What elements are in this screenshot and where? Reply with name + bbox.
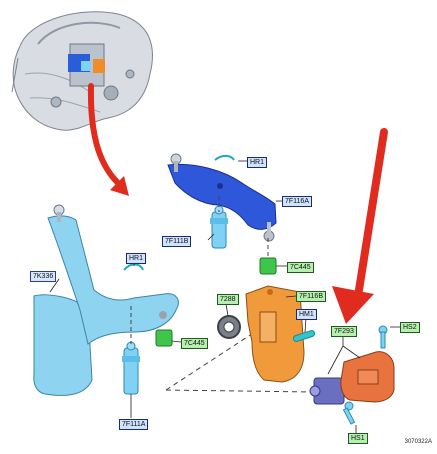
hr1-clip-upper xyxy=(214,154,235,161)
callout-hs2: HS2 xyxy=(400,322,420,333)
callout-7f116a: 7F116A xyxy=(282,196,312,207)
callout-hr1-middle: HR1 xyxy=(126,253,147,264)
selector-lever-upper xyxy=(167,153,277,242)
bolt-hs1 xyxy=(342,401,356,425)
drawing-code: 3070322A xyxy=(404,439,432,445)
callout-7f111a: 7F111A xyxy=(119,419,149,430)
shaft-pin-lower xyxy=(122,341,140,395)
callout-7c445-middle: 7C445 xyxy=(181,338,208,349)
selector-housing-orange xyxy=(245,285,305,383)
shaft-pin-upper xyxy=(210,205,228,249)
hr1-clip-middle xyxy=(123,263,144,271)
red-pointer-arrow-right xyxy=(332,128,388,324)
red-pointer-arrow-left xyxy=(87,83,129,196)
callout-hm1: HM1 xyxy=(296,309,317,320)
callout-7k336: 7K336 xyxy=(30,271,57,282)
callout-hr1-upper: HR1 xyxy=(247,157,268,168)
green-bush-upper xyxy=(259,257,277,275)
position-sensor-purple xyxy=(309,377,345,405)
callout-7f293: 7F293 xyxy=(331,326,357,337)
callout-leader-lines xyxy=(49,160,400,434)
callout-7c445-upper: 7C445 xyxy=(287,262,314,273)
gearbox-housing-illustration xyxy=(11,11,153,131)
seal-ring xyxy=(217,315,241,339)
callout-hs1: HS1 xyxy=(348,433,368,444)
control-module-orange xyxy=(340,351,395,403)
magnet-pin xyxy=(292,330,316,342)
callout-7288: 7288 xyxy=(217,294,239,305)
callout-7f116b: 7F116B xyxy=(296,291,326,302)
leader-dash xyxy=(165,389,313,393)
green-bush-middle xyxy=(155,329,173,347)
leader-dash xyxy=(165,329,259,391)
shift-bracket-housing xyxy=(33,204,179,396)
callout-7f111b: 7F111B xyxy=(162,236,192,247)
bolt-hs2 xyxy=(378,325,388,349)
